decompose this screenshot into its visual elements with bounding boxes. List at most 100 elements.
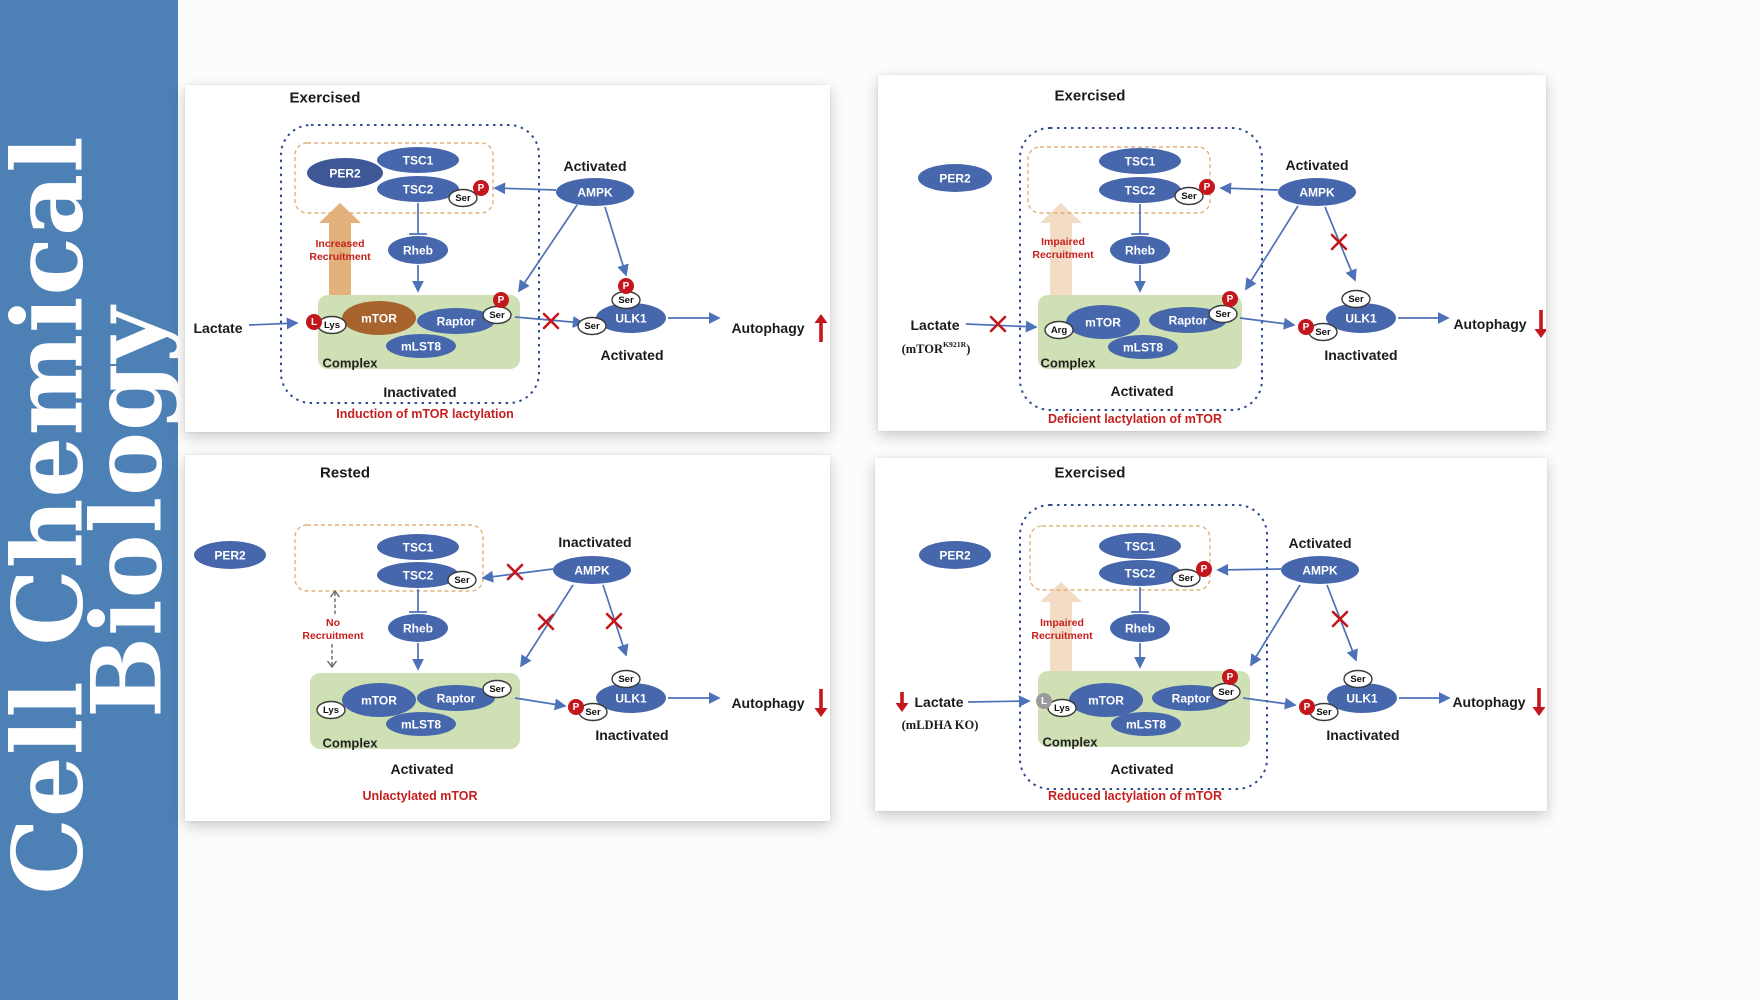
svg-text:AMPK: AMPK bbox=[1302, 564, 1338, 578]
panel-caption: Deficient lactylation of mTOR bbox=[1048, 412, 1222, 426]
signal-arrow bbox=[1239, 317, 1296, 330]
label-lactate: Lactate bbox=[910, 317, 959, 333]
svg-text:AMPK: AMPK bbox=[1299, 186, 1335, 200]
svg-text:Ser: Ser bbox=[1350, 674, 1366, 685]
svg-text:TSC1: TSC1 bbox=[403, 154, 434, 168]
svg-text:Ser: Ser bbox=[1178, 573, 1194, 584]
raptor-node: Raptor bbox=[417, 685, 495, 711]
ser-residue: Ser bbox=[1341, 289, 1371, 309]
label-lactate: Lactate bbox=[193, 320, 242, 336]
signal-arrow bbox=[1326, 584, 1358, 662]
phospho-p-badge: P bbox=[1196, 561, 1212, 577]
svg-text:Rheb: Rheb bbox=[1125, 244, 1155, 258]
label-activated: Activated bbox=[563, 158, 626, 174]
recruitment-block-arrow bbox=[1040, 582, 1082, 676]
svg-text:P: P bbox=[1227, 294, 1234, 305]
svg-text:TSC2: TSC2 bbox=[1125, 567, 1156, 581]
svg-text:P: P bbox=[573, 702, 580, 713]
svg-text:Ser: Ser bbox=[584, 321, 600, 332]
dashed-recruitment-arrow bbox=[329, 589, 341, 614]
panel-title: Exercised bbox=[1055, 88, 1126, 105]
ser-residue: Ser bbox=[611, 290, 641, 310]
svg-text:Raptor: Raptor bbox=[1172, 692, 1211, 706]
journal-title-line2: Biology bbox=[70, 305, 184, 719]
svg-text:P: P bbox=[1201, 564, 1208, 575]
svg-text:Arg: Arg bbox=[1051, 325, 1068, 336]
svg-text:mTOR: mTOR bbox=[1085, 316, 1121, 330]
inhibition-tbar bbox=[1131, 204, 1149, 235]
phospho-p-badge: P bbox=[1222, 291, 1238, 307]
mlst8-node: mLST8 bbox=[1108, 335, 1178, 359]
svg-text:Ser: Ser bbox=[489, 310, 505, 321]
rheb-node: Rheb bbox=[388, 614, 448, 642]
ser-residue: Ser bbox=[447, 570, 477, 590]
signal-arrow bbox=[1219, 182, 1279, 195]
label-lactate: Lactate bbox=[914, 694, 963, 710]
label-inactivated: Inactivated bbox=[558, 534, 631, 550]
svg-text:P: P bbox=[623, 281, 630, 292]
lys-residue: Lys bbox=[316, 700, 346, 720]
svg-text:TSC1: TSC1 bbox=[1125, 155, 1156, 169]
tsc2-node: TSC2 bbox=[377, 176, 459, 202]
label-complex: Complex bbox=[1041, 356, 1097, 371]
blocked-x-icon bbox=[989, 315, 1007, 333]
phospho-p-badge: P bbox=[568, 699, 584, 715]
lys-residue: Lys bbox=[317, 315, 347, 335]
svg-text:TSC1: TSC1 bbox=[403, 541, 434, 555]
rheb-node: Rheb bbox=[1110, 236, 1170, 264]
tsc1-node: TSC1 bbox=[1099, 533, 1181, 559]
svg-text:Ser: Ser bbox=[618, 295, 634, 306]
ulk1-node: ULK1 bbox=[1326, 303, 1396, 333]
svg-text:Ser: Ser bbox=[618, 674, 634, 685]
lactyl-l-badge: L bbox=[1036, 693, 1052, 709]
label-complex: Complex bbox=[1043, 735, 1099, 750]
mtor-node: mTOR bbox=[342, 301, 416, 335]
label-inactivated: Inactivated bbox=[1324, 347, 1397, 363]
tsc2-node: TSC2 bbox=[377, 562, 459, 588]
ampk-node: AMPK bbox=[553, 556, 631, 584]
label-mldha-ko: (mLDHA KO) bbox=[902, 718, 979, 732]
inhibition-tbar bbox=[409, 589, 427, 613]
mlst8-node: mLST8 bbox=[1111, 712, 1181, 736]
per2-node: PER2 bbox=[194, 541, 266, 569]
label-recruitment: Recruitment bbox=[1031, 630, 1093, 642]
label-activated: Activated bbox=[1285, 157, 1348, 173]
label-inactivated: Inactivated bbox=[1326, 727, 1399, 743]
label-activated: Activated bbox=[390, 761, 453, 777]
label-autophagy: Autophagy bbox=[1452, 694, 1525, 710]
blocked-x-icon bbox=[537, 613, 555, 631]
label-impaired: Impaired bbox=[1040, 617, 1084, 629]
ser-residue: Ser bbox=[448, 188, 478, 208]
red-down-arrow bbox=[1534, 310, 1546, 338]
blocked-x-icon bbox=[1330, 233, 1348, 251]
mtor-node: mTOR bbox=[342, 683, 416, 717]
recruitment-dashed-zone bbox=[1029, 525, 1211, 591]
svg-text:PER2: PER2 bbox=[214, 549, 246, 563]
label-autophagy: Autophagy bbox=[1453, 316, 1526, 332]
label-impaired: Impaired bbox=[1041, 236, 1085, 248]
svg-text:mTOR: mTOR bbox=[361, 312, 397, 326]
svg-text:mLST8: mLST8 bbox=[1123, 341, 1163, 355]
panel-title: Exercised bbox=[1055, 465, 1126, 482]
svg-text:PER2: PER2 bbox=[939, 172, 971, 186]
label-mtor: (mTORK921R) bbox=[902, 340, 971, 357]
per2-node: PER2 bbox=[918, 164, 992, 192]
svg-text:P: P bbox=[1227, 672, 1234, 683]
svg-text:AMPK: AMPK bbox=[574, 564, 610, 578]
label-autophagy: Autophagy bbox=[731, 320, 804, 336]
svg-text:TSC2: TSC2 bbox=[403, 183, 434, 197]
ser-residue: Ser bbox=[482, 679, 512, 699]
lactyl-l-badge: L bbox=[306, 314, 322, 330]
signal-arrow bbox=[967, 695, 1031, 708]
phospho-p-badge: P bbox=[618, 278, 634, 294]
svg-text:PER2: PER2 bbox=[329, 167, 361, 181]
panel-caption: Induction of mTOR lactylation bbox=[336, 407, 514, 421]
mtor-node: mTOR bbox=[1066, 305, 1140, 339]
tsc1-node: TSC1 bbox=[1099, 148, 1181, 174]
signal-arrow bbox=[1245, 205, 1299, 291]
label-activated: Activated bbox=[1110, 761, 1173, 777]
label-autophagy: Autophagy bbox=[731, 695, 804, 711]
ampk-node: AMPK bbox=[1278, 178, 1356, 206]
